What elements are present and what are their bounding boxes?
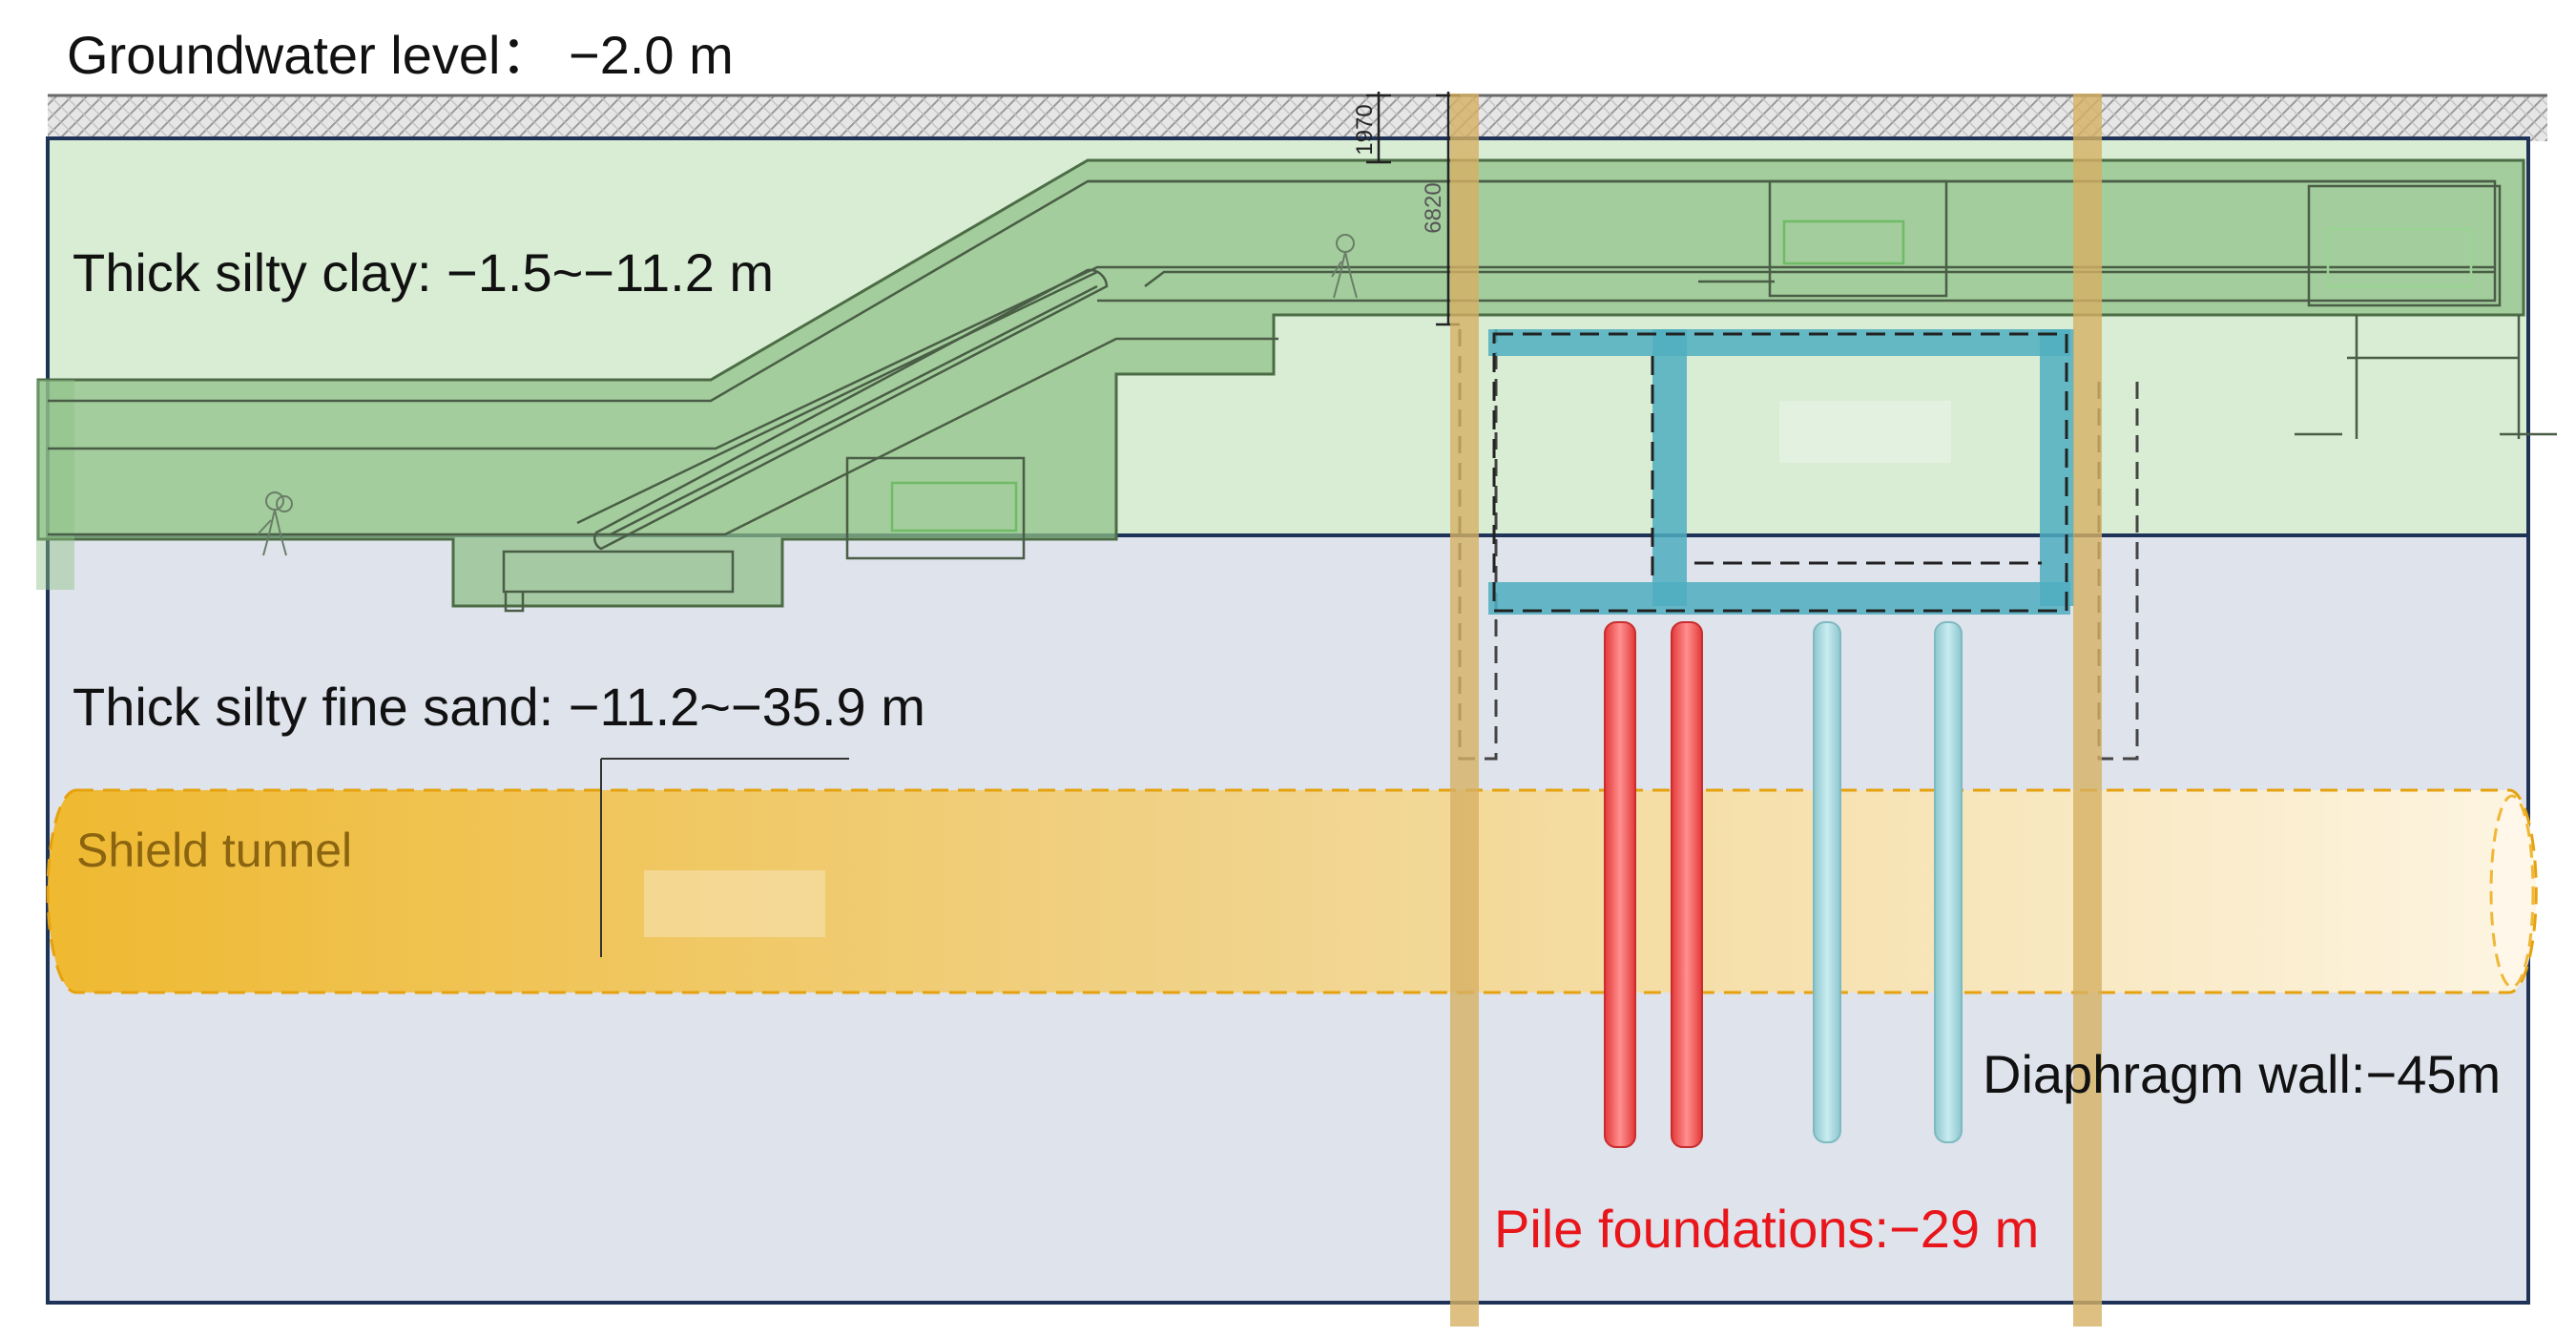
pile-foundations	[1604, 621, 1963, 1148]
underpass-dashed-outline	[1492, 332, 2068, 613]
pile-blue-2	[1934, 621, 1963, 1143]
underpass-inner-void	[1779, 401, 1951, 463]
model-boundary	[46, 136, 2530, 1305]
pile-red-1	[1604, 621, 1636, 1148]
pile-red-2	[1671, 621, 1703, 1148]
groundwater-level-label: Groundwater level： −2.0 m	[67, 25, 734, 85]
escalator-handrail	[593, 268, 1109, 551]
diaphragm-wall-right	[2073, 94, 2102, 1327]
dimension-6820: 6820	[1421, 182, 1446, 233]
silty-fine-sand-label: Thick silty fine sand: −11.2~−35.9 m	[73, 677, 925, 737]
station-inner-lines	[48, 179, 2557, 613]
dimension-1970: 1970	[1352, 104, 1378, 155]
dimension-lines	[1366, 92, 1460, 326]
shield-tunnel	[46, 758, 2538, 994]
pedestrian-figure-left	[257, 491, 293, 556]
pedestrian-figure-right	[1331, 234, 1358, 299]
pile-foundations-label: Pile foundations:−29 m	[1494, 1199, 2040, 1259]
diaphragm-wall-left	[1450, 94, 1479, 1327]
silty-clay-label: Thick silty clay: −1.5~−11.2 m	[73, 242, 775, 303]
shield-tunnel-label: Shield tunnel	[76, 824, 353, 877]
pile-blue-1	[1813, 621, 1841, 1143]
underpass-box-frame	[1488, 329, 2074, 615]
ground-surface-hatch	[48, 95, 2547, 141]
station-left-fade	[36, 380, 74, 590]
diaphragm-wall-label: Diaphragm wall:−45m	[1983, 1044, 2502, 1104]
